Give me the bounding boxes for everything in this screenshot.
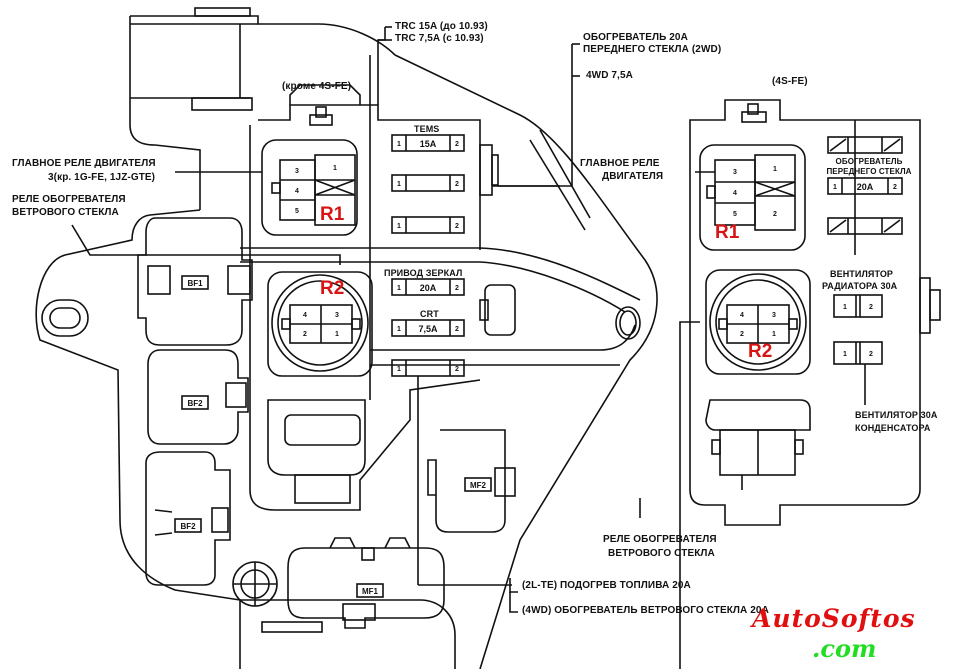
relay-pin: 2: [303, 331, 307, 338]
callout-condenser-fan-2: КОНДЕНСАТОРА: [855, 423, 931, 433]
callout-trc-15a: TRC 15A (до 10.93): [395, 21, 488, 32]
left-fuses: [391, 134, 512, 586]
callout-fuel-heater: (2L-TE) ПОДОГРЕВ ТОПЛИВА 20A: [522, 580, 691, 591]
relay-pin: 4: [303, 312, 307, 319]
relay-tag-r1-left: R1: [320, 204, 345, 225]
pin-label: 2: [455, 141, 459, 148]
callout-radiator-fan-2: РАДИАТОРА 30A: [822, 281, 898, 291]
pin-label: 1: [397, 181, 401, 188]
fuse-rating: 20A: [420, 283, 437, 293]
pin-label: 2: [455, 285, 459, 292]
relay-pin: 2: [740, 331, 744, 338]
pin-label: 2: [893, 184, 897, 191]
fuse-name-front-glass-heater: ОБОГРЕВАТЕЛЬ ПЕРЕДНЕГО СТЕКЛА: [826, 157, 912, 176]
relay-pin: 5: [295, 208, 299, 215]
watermark-brand: AutoSoftos: [752, 604, 916, 633]
callout-radiator-fan-1: ВЕНТИЛЯТОР: [830, 269, 894, 279]
pin-label: 2: [869, 351, 873, 358]
relay-tag-r2-left: R2: [320, 278, 345, 299]
relay-pin: 1: [773, 166, 777, 173]
variant-label-left: (кроме 4S-FE): [282, 81, 352, 92]
relay-pin: 3: [295, 168, 299, 175]
relay-tag-r1-right: R1: [715, 222, 740, 243]
connector-tag-bf1: BF1: [187, 279, 203, 288]
relay-pin: 4: [740, 312, 744, 319]
relay-pin: 2: [773, 211, 777, 218]
pin-label: 1: [397, 141, 401, 148]
relay-pin: 4: [733, 190, 737, 197]
callout-main-relay-right-2: ДВИГАТЕЛЯ: [602, 171, 664, 182]
relay-pin: 3: [335, 312, 339, 319]
leader-lines: [71, 26, 715, 613]
pin-label: 1: [397, 285, 401, 292]
housing-left: [35, 54, 658, 669]
pin-label: 2: [455, 181, 459, 188]
callout-4wd-7-5a: 4WD 7,5A: [586, 70, 633, 81]
callout-trc-7-5a: TRC 7,5A (с 10.93): [395, 33, 484, 44]
bf-connectors: [137, 217, 516, 633]
relay-tag-r2-right: R2: [748, 341, 773, 362]
callout-windshield-relay-left-1: РЕЛЕ ОБОГРЕВАТЕЛЯ: [12, 194, 126, 205]
watermark-domain: .com: [812, 634, 877, 663]
relay-pin: 5: [733, 211, 737, 218]
pin-label: 2: [455, 366, 459, 373]
relay-pin: 3: [772, 312, 776, 319]
connector-tag-mf1: MF1: [362, 587, 379, 596]
fuse-name-mirror-drive: ПРИВОД ЗЕРКАЛ: [384, 268, 463, 278]
fuse-name-tems: TEMS: [414, 124, 440, 134]
pin-label: 2: [869, 304, 873, 311]
pin-label: 2: [455, 326, 459, 333]
fuse-rating: 7,5A: [418, 324, 438, 334]
fuse-rating: 20A: [857, 182, 874, 192]
connector-tag-bf2: BF2: [187, 399, 203, 408]
relay-pin: 4: [295, 188, 299, 195]
pin-label: 1: [397, 223, 401, 230]
pin-label: 1: [843, 304, 847, 311]
connector-tag-bf3: BF2: [180, 522, 196, 531]
relay-pin: 1: [333, 165, 337, 172]
callout-main-relay-left-2: 3(кр. 1G-FE, 1JZ-GTE): [48, 172, 156, 183]
relay-pin: 1: [772, 331, 776, 338]
fuse-name-crt: CRT: [420, 309, 439, 319]
relay-pin: 3: [733, 169, 737, 176]
fuse-rating: 15A: [420, 139, 437, 149]
callout-windshield-heater-4wd: (4WD) ОБОГРЕВАТЕЛЬ ВЕТРОВОГО СТЕКЛА 20A: [522, 605, 769, 616]
right-panel: [679, 99, 941, 669]
callout-front-glass-heater-1: ОБОГРЕВАТЕЛЬ 20A: [583, 32, 688, 43]
callout-windshield-relay-left-2: ВЕТРОВОГО СТЕКЛА: [12, 207, 119, 218]
relay-pin: 1: [335, 331, 339, 338]
pin-label: 2: [455, 223, 459, 230]
pin-label: 1: [833, 184, 837, 191]
connector-tag-mf2: MF2: [470, 481, 487, 490]
top-bracket: [129, 7, 396, 210]
callout-windshield-relay-right-2: ВЕТРОВОГО СТЕКЛА: [608, 548, 715, 559]
callout-condenser-fan-1: ВЕНТИЛЯТОР 30A: [855, 410, 938, 420]
variant-label-right: (4S-FE): [772, 76, 808, 87]
callout-main-relay-left-1: ГЛАВНОЕ РЕЛЕ ДВИГАТЕЛЯ: [12, 158, 156, 169]
pin-label: 1: [397, 326, 401, 333]
callout-windshield-relay-right-1: РЕЛЕ ОБОГРЕВАТЕЛЯ: [603, 534, 717, 545]
callout-main-relay-right-1: ГЛАВНОЕ РЕЛЕ: [580, 158, 660, 169]
pin-label: 1: [843, 351, 847, 358]
callout-front-glass-heater-2: ПЕРЕДНЕГО СТЕКЛА (2WD): [583, 44, 722, 55]
pin-label: 1: [397, 366, 401, 373]
